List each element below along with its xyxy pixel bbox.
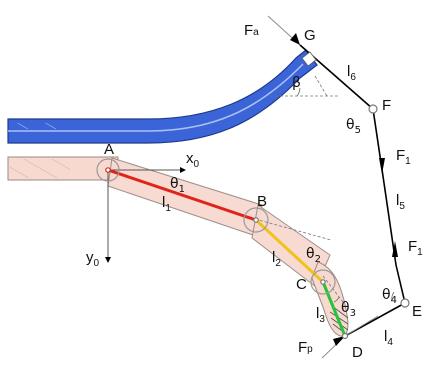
svg-text:θ5: θ5 (346, 117, 361, 136)
svg-text:l6: l6 (347, 63, 356, 83)
svg-text:l4: l4 (384, 328, 393, 348)
arrow-f1-down (379, 158, 385, 174)
labels: A B C D E F G x0 y0 l1 l2 l3 l4 l5 l6 θ1… (86, 22, 423, 361)
svg-text:D: D (352, 344, 363, 361)
svg-text:θ2: θ2 (306, 246, 321, 265)
svg-text:θ4: θ4 (382, 287, 397, 306)
coordinate-axes (105, 167, 186, 263)
joint-d (341, 332, 349, 340)
svg-text:l3: l3 (316, 305, 325, 325)
svg-text:B: B (257, 193, 267, 210)
joint-f (368, 104, 378, 114)
joint-e (400, 298, 410, 308)
blue-beam (7, 49, 318, 144)
svg-text:F1: F1 (408, 238, 423, 258)
svg-text:F1: F1 (396, 147, 411, 167)
joint-b (243, 207, 269, 233)
joint-a (96, 158, 120, 182)
svg-text:Fp: Fp (298, 339, 313, 356)
angle-arcs (296, 87, 395, 303)
svg-text:Fa: Fa (244, 22, 259, 39)
svg-text:l1: l1 (162, 194, 171, 214)
fp-arrowhead (333, 336, 345, 346)
svg-text:l5: l5 (396, 192, 405, 212)
svg-text:C: C (296, 276, 307, 293)
link-l2 (254, 218, 325, 284)
svg-text:θ3: θ3 (341, 300, 356, 319)
arrow-f1-up (392, 241, 398, 257)
fa-arrowhead (290, 33, 300, 45)
svg-text:A: A (104, 141, 114, 158)
svg-text:y0: y0 (86, 249, 100, 269)
svg-text:θ1: θ1 (170, 176, 185, 195)
joint-c (310, 269, 336, 295)
link-l1 (107, 168, 257, 222)
svg-text:l2: l2 (272, 249, 281, 269)
svg-text:F: F (382, 97, 391, 114)
svg-text:β: β (292, 75, 301, 91)
svg-text:E: E (412, 303, 422, 320)
svg-text:x0: x0 (186, 150, 200, 170)
finger-base (7, 156, 119, 181)
svg-text:G: G (304, 27, 316, 44)
link-l3 (321, 281, 347, 337)
g-attachment (301, 51, 317, 67)
joints (96, 104, 410, 340)
